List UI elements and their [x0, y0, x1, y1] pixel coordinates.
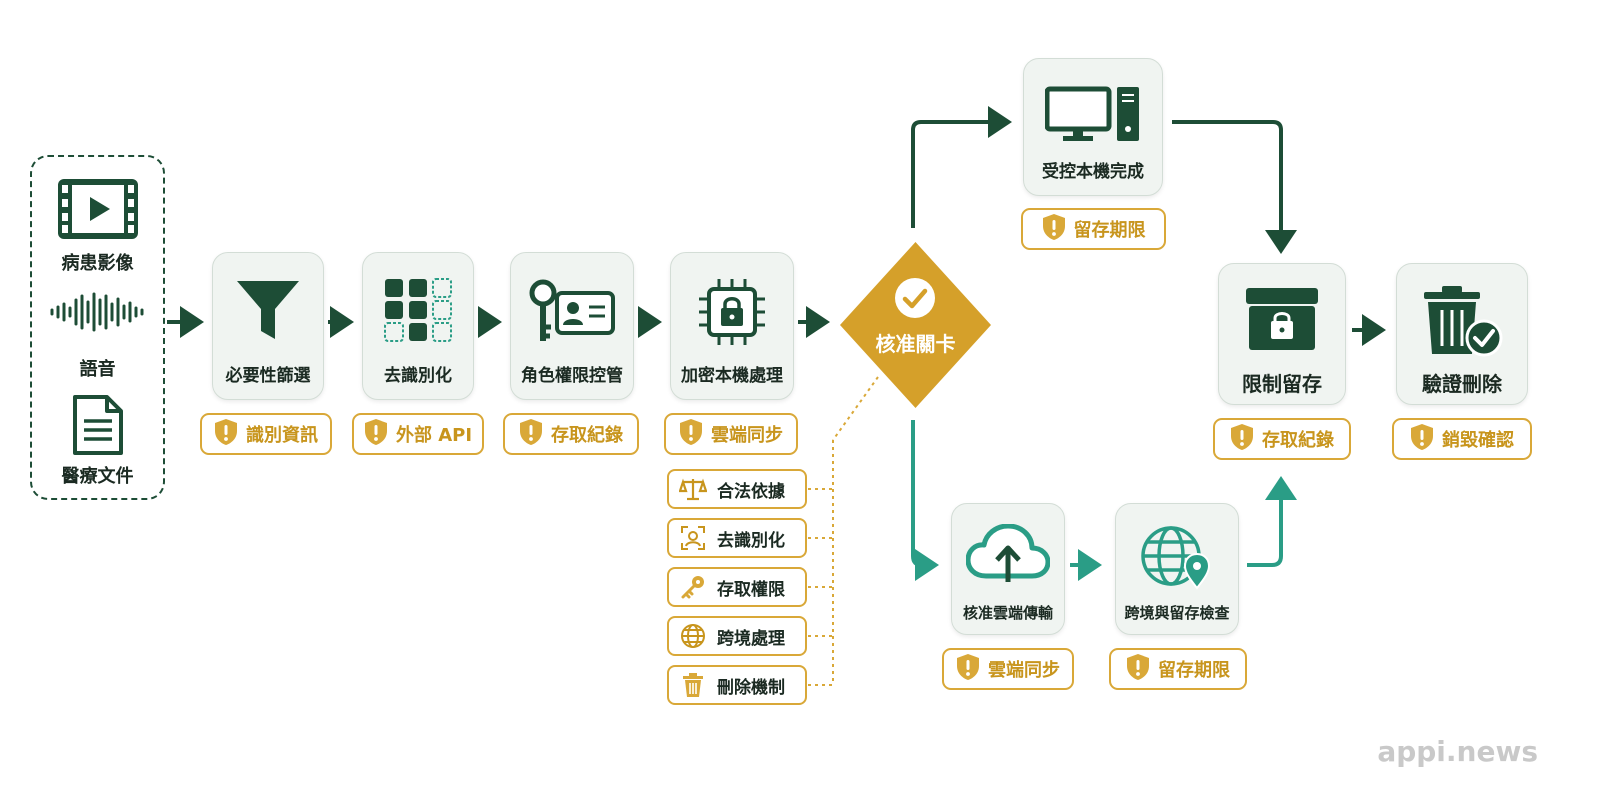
- badge-label: 雲端同步: [988, 660, 1060, 681]
- check-label: 跨境處理: [717, 628, 785, 649]
- step-cross-border-retention-check: 跨境與留存檢查: [1115, 503, 1239, 635]
- cloud-upload-icon: [952, 523, 1064, 590]
- shield-alert-icon: [1410, 423, 1434, 456]
- step-label: 跨境與留存檢查: [1124, 604, 1230, 622]
- input-label-voice: 語音: [79, 359, 116, 380]
- approval-gate: 核准關卡: [838, 240, 993, 410]
- arrow-gate-to-local: [911, 106, 1012, 228]
- risk-badge-identity-info: 識別資訊: [200, 413, 332, 455]
- shield-alert-icon: [1230, 423, 1254, 456]
- risk-badge-destruction-confirmation: 銷毀確認: [1392, 418, 1532, 460]
- badge-label: 留存期限: [1158, 660, 1230, 681]
- desktop-computer-icon: [1024, 85, 1162, 149]
- badge-label: 存取紀錄: [551, 425, 623, 446]
- step-label: 限制留存: [1242, 372, 1322, 396]
- risk-badge-retention-period-2: 留存期限: [1109, 648, 1247, 690]
- step-label: 驗證刪除: [1422, 372, 1502, 396]
- step-encrypted-local-processing: 加密本機處理: [670, 252, 794, 400]
- input-label-medical-docs: 醫療文件: [61, 466, 134, 487]
- globe-icon: [669, 623, 717, 649]
- check-label: 合法依據: [717, 481, 785, 502]
- badge-label: 外部 API: [395, 425, 473, 446]
- trash-icon: [669, 672, 717, 698]
- gate-label: 核准關卡: [875, 332, 956, 356]
- check-legal-basis: 合法依據: [667, 469, 807, 509]
- grid-mask-icon: [363, 277, 473, 347]
- shield-alert-icon: [214, 418, 238, 451]
- shield-alert-icon: [1042, 213, 1066, 246]
- risk-badge-access-log: 存取紀錄: [503, 413, 639, 455]
- key-icon: [669, 574, 717, 600]
- audio-waveform-icon: [32, 292, 163, 336]
- step-role-access-control: 角色權限控管: [510, 252, 634, 400]
- cloud-flow-arrows: [911, 420, 1297, 581]
- step-label: 去識別化: [384, 366, 452, 386]
- check-cross-border: 跨境處理: [667, 616, 807, 656]
- check-label: 存取權限: [717, 579, 785, 600]
- checkmark-icon: [893, 276, 937, 324]
- step-label: 受控本機完成: [1042, 162, 1144, 182]
- step-label: 角色權限控管: [521, 366, 623, 386]
- scales-icon: [669, 477, 717, 501]
- step-controlled-local-completion: 受控本機完成: [1023, 58, 1163, 196]
- checklist-dotted-links: [808, 376, 879, 686]
- check-access-permission: 存取權限: [667, 567, 807, 607]
- step-restricted-retention: 限制留存: [1218, 263, 1346, 405]
- badge-label: 識別資訊: [246, 425, 318, 446]
- globe-pin-icon: [1116, 524, 1238, 594]
- arrow-crossborder-to-retention: [1247, 476, 1297, 567]
- locked-box-icon: [1219, 286, 1345, 356]
- input-label-images: 病患影像: [61, 253, 134, 274]
- check-deidentification: 去識別化: [667, 518, 807, 558]
- step-approved-cloud-transfer: 核准雲端傳輸: [951, 503, 1065, 635]
- badge-label: 銷毀確認: [1442, 430, 1514, 451]
- check-label: 去識別化: [717, 530, 785, 551]
- step-verified-deletion: 驗證刪除: [1396, 263, 1528, 405]
- check-label: 刪除機制: [717, 677, 785, 698]
- risk-badge-cloud-sync-2: 雲端同步: [942, 648, 1074, 690]
- key-id-card-icon: [511, 279, 633, 349]
- badge-label: 留存期限: [1073, 220, 1146, 241]
- badge-label: 存取紀錄: [1262, 430, 1334, 451]
- document-icon: [32, 393, 163, 461]
- shield-alert-icon: [519, 418, 543, 451]
- input-sources-group: 病患影像 語音 醫療文件: [30, 155, 165, 500]
- risk-badge-external-api: 外部 API: [352, 413, 484, 455]
- step-label: 必要性篩選: [225, 366, 311, 386]
- arrow-local-to-retention: [1172, 120, 1297, 254]
- shield-alert-icon: [956, 653, 980, 686]
- badge-label: 雲端同步: [711, 425, 783, 446]
- shield-alert-icon: [364, 418, 388, 451]
- shield-alert-icon: [679, 418, 703, 451]
- chip-lock-icon: [671, 275, 793, 353]
- step-label: 加密本機處理: [681, 366, 783, 386]
- risk-badge-retention-period: 留存期限: [1021, 208, 1166, 250]
- arrow-gate-to-cloud: [911, 420, 939, 581]
- step-deidentification: 去識別化: [362, 252, 474, 400]
- step-necessity-filter: 必要性篩選: [212, 252, 324, 400]
- shield-alert-icon: [1126, 653, 1150, 686]
- film-play-icon: [32, 177, 163, 245]
- main-flow-arrows: [167, 106, 1386, 346]
- face-scan-icon: [669, 525, 717, 551]
- trash-check-icon: [1397, 284, 1527, 362]
- check-deletion-mechanism: 刪除機制: [667, 665, 807, 705]
- watermark: appi.news: [1377, 735, 1538, 768]
- step-label: 核准雲端傳輸: [962, 604, 1053, 622]
- risk-badge-cloud-sync: 雲端同步: [664, 413, 798, 455]
- funnel-filter-icon: [213, 279, 323, 345]
- risk-badge-access-log-2: 存取紀錄: [1213, 418, 1351, 460]
